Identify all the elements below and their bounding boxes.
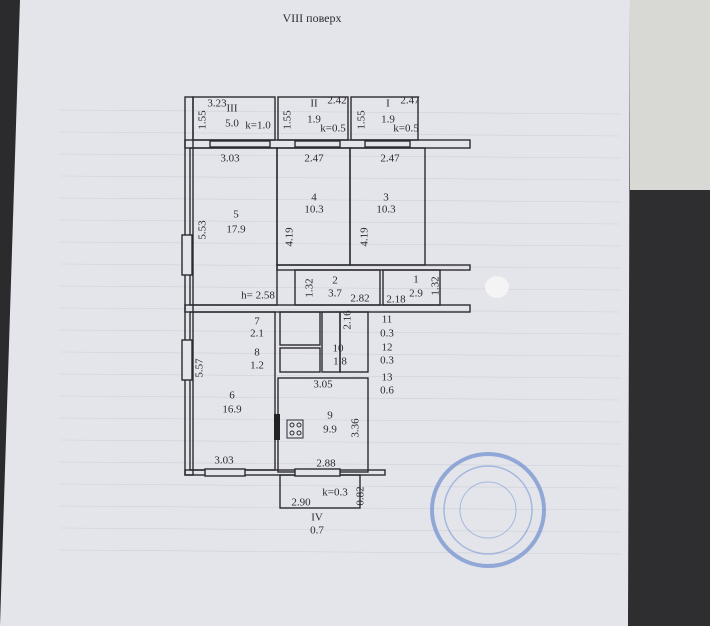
table-line bbox=[59, 109, 621, 115]
room-label: 8 bbox=[254, 347, 260, 359]
balcony-label: 1.55 bbox=[197, 110, 209, 130]
table-line bbox=[59, 219, 621, 225]
table-line bbox=[59, 175, 621, 181]
room-label: 3 bbox=[383, 192, 389, 204]
kitchen-stove-icon bbox=[286, 419, 304, 439]
table-line bbox=[59, 395, 621, 401]
room-label: 1 bbox=[413, 274, 419, 286]
redacted-mark bbox=[485, 276, 509, 298]
balcony-label: 0.82 bbox=[355, 486, 367, 505]
dimension-label: 4.19 bbox=[359, 227, 371, 247]
room-label: 2.1 bbox=[250, 328, 264, 340]
room-label: 7 bbox=[254, 316, 260, 328]
dimension-label: 2.16 bbox=[342, 310, 354, 330]
wall-segment bbox=[279, 347, 321, 373]
dimension-label: h= 2.58 bbox=[241, 290, 275, 302]
table-line bbox=[59, 417, 621, 423]
balcony-label: 1.9 bbox=[381, 114, 395, 126]
room-label: 0.3 bbox=[380, 328, 394, 340]
room-label: 12 bbox=[382, 342, 393, 354]
balcony-label: k=0.5 bbox=[393, 123, 419, 135]
window bbox=[204, 468, 246, 477]
window bbox=[209, 140, 271, 148]
table-line bbox=[59, 549, 621, 555]
room-label: 5 bbox=[233, 209, 239, 221]
dimension-label: 3.36 bbox=[350, 418, 362, 438]
dimension-label: 1.32 bbox=[430, 276, 442, 295]
table-line bbox=[59, 153, 621, 159]
table-line bbox=[59, 241, 621, 247]
room-label: 3.7 bbox=[328, 288, 342, 300]
dimension-label: 2.47 bbox=[304, 153, 324, 165]
room-label: 9.9 bbox=[323, 424, 337, 436]
table-line bbox=[59, 197, 621, 203]
dimension-label: 3.03 bbox=[220, 153, 240, 165]
balcony-label: I bbox=[386, 98, 390, 110]
table-line bbox=[59, 263, 621, 269]
balcony-label: IV bbox=[311, 512, 323, 524]
dimension-label: 2.47 bbox=[380, 153, 400, 165]
paper-light-corner bbox=[630, 0, 710, 190]
balcony-label: 2.42 bbox=[327, 95, 346, 107]
room-label: 1.8 bbox=[333, 356, 347, 368]
balcony-label: k=0.3 bbox=[322, 487, 348, 499]
room-label: 4 bbox=[311, 192, 317, 204]
room-label: 2 bbox=[332, 275, 338, 287]
room-label: 0.6 bbox=[380, 385, 394, 397]
balcony-label: II bbox=[310, 98, 318, 110]
dimension-label: 3.03 bbox=[214, 455, 234, 467]
room-label: 10 bbox=[333, 343, 345, 355]
wall-segment bbox=[339, 311, 369, 373]
table-line bbox=[59, 483, 621, 489]
dimension-label: 1.32 bbox=[304, 278, 316, 297]
room-label: 10.3 bbox=[376, 204, 396, 216]
dimension-label: 4.19 bbox=[284, 227, 296, 247]
balcony-label: 1.9 bbox=[307, 114, 321, 126]
room-label: 16.9 bbox=[222, 404, 242, 416]
balcony-label: 2.90 bbox=[291, 497, 311, 509]
balcony-label: 3.23 bbox=[207, 98, 227, 110]
dimension-label: 2.88 bbox=[316, 458, 336, 470]
floor-title: VIII поверх bbox=[283, 11, 342, 25]
room-label: 10.3 bbox=[304, 204, 324, 216]
window bbox=[181, 339, 193, 381]
dimension-label: 5.57 bbox=[194, 358, 206, 378]
walls bbox=[181, 96, 471, 509]
window bbox=[364, 140, 411, 148]
dimension-label: 3.05 bbox=[313, 379, 333, 391]
table-line bbox=[59, 461, 621, 467]
ventilation-shaft bbox=[274, 414, 280, 440]
window bbox=[181, 234, 193, 276]
window bbox=[294, 140, 341, 148]
window bbox=[294, 468, 341, 477]
table-line bbox=[59, 373, 621, 379]
stamp-seal bbox=[430, 452, 546, 568]
room-label: 11 bbox=[382, 314, 393, 326]
balcony-label: 5.0 bbox=[225, 118, 239, 130]
balcony-label: 0.7 bbox=[310, 525, 324, 537]
balcony-label: k=0.5 bbox=[320, 123, 346, 135]
balcony-label: 1.55 bbox=[282, 110, 294, 130]
dimension-label: 2.82 bbox=[350, 293, 369, 305]
balcony-label: III bbox=[227, 103, 238, 115]
dimension-label: 2.18 bbox=[386, 294, 406, 306]
room-label: 13 bbox=[382, 372, 394, 384]
balcony-label: k=1.0 bbox=[245, 120, 271, 132]
room-label: 1.2 bbox=[250, 360, 264, 372]
balcony-label: 2.47 bbox=[400, 95, 420, 107]
table-line bbox=[59, 307, 621, 313]
wall-segment bbox=[279, 311, 321, 346]
room-label: 2.9 bbox=[409, 288, 423, 300]
balcony-label: 1.55 bbox=[356, 110, 368, 130]
room-label: 0.3 bbox=[380, 355, 394, 367]
room-label: 17.9 bbox=[226, 224, 246, 236]
table-line bbox=[59, 285, 621, 291]
table-line bbox=[59, 439, 621, 445]
table-line bbox=[59, 131, 621, 137]
room-label: 9 bbox=[327, 410, 333, 422]
dimension-label: 5.53 bbox=[197, 220, 209, 240]
room-label: 6 bbox=[229, 390, 235, 402]
